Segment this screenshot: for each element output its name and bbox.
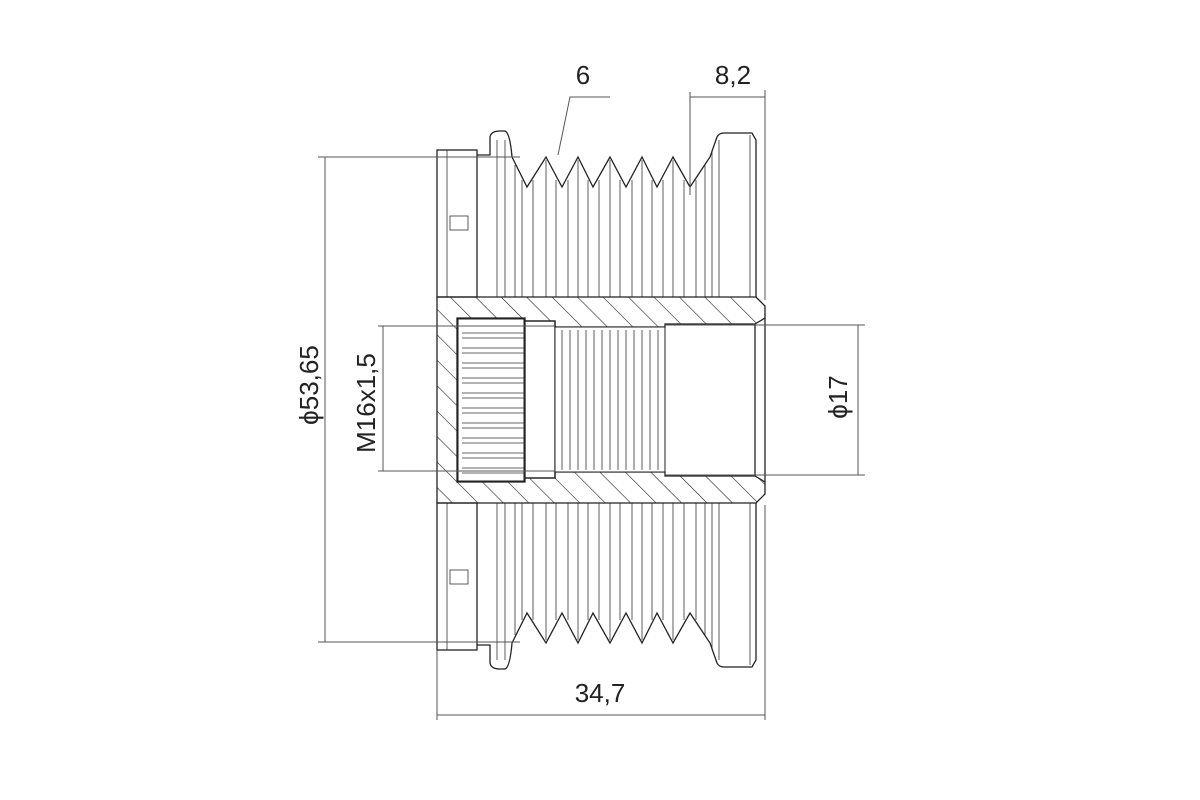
hub-section <box>436 296 766 504</box>
dimension-flange-width: 8,2 <box>689 60 766 300</box>
flange-width-label: 8,2 <box>715 60 751 90</box>
dimension-thread: M16x1,5 <box>351 325 555 472</box>
dimension-overall-length: 34,7 <box>436 505 766 720</box>
thread-lines <box>561 330 659 470</box>
bore-diameter-label: ϕ17 <box>823 375 853 418</box>
groove-count-label: 6 <box>576 60 590 90</box>
spline-teeth <box>462 332 524 474</box>
pulley-bottom-half <box>436 502 757 670</box>
dimension-bore-diameter: ϕ17 <box>665 324 865 476</box>
dimension-groove-count: 6 <box>557 60 610 156</box>
pulley-top-half <box>436 130 757 298</box>
thread-label: M16x1,5 <box>351 353 381 453</box>
outer-diameter-label: ϕ53,65 <box>294 345 324 425</box>
dimension-outer-diameter: ϕ53,65 <box>294 156 520 643</box>
overall-length-label: 34,7 <box>575 678 626 708</box>
